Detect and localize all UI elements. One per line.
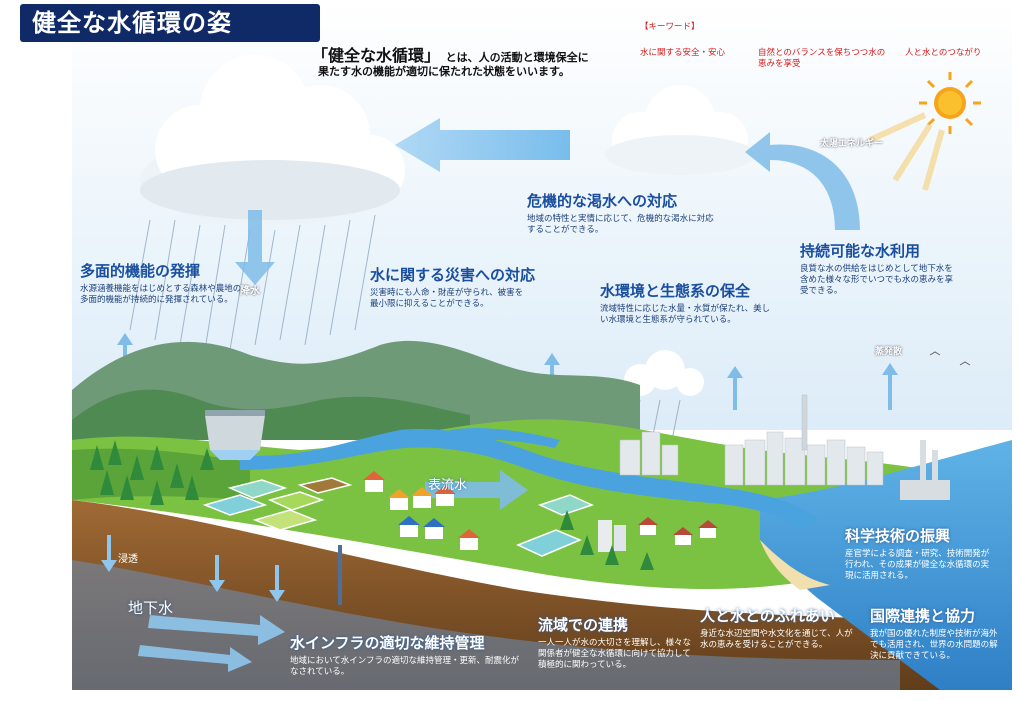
rain-cloud — [140, 55, 405, 225]
rain-arrow — [235, 210, 275, 285]
disaster-body: 災害時にも人命・財産が守られ、被害を最小限に抑えることができる。 — [370, 288, 524, 309]
groundwater-layer — [72, 560, 900, 701]
sea — [760, 440, 1012, 690]
people-heading: 人と水とのふれあい — [700, 607, 835, 625]
surface-water-arrow — [425, 470, 528, 510]
birds — [929, 351, 971, 366]
mountains-front — [72, 389, 470, 440]
science-heading: 科学技術の振興 — [845, 527, 951, 545]
sun-icon — [868, 72, 981, 191]
people-body: 身近な水辺空間や水文化を通じて、人が水の恵みを受けることができる。 — [700, 629, 853, 650]
infiltration-arrows — [101, 535, 285, 602]
keyword-2: 自然とのバランスを保ちつつ水の恵みを享受 — [758, 48, 886, 69]
definition-line2: 果たす水の機能が適切に保たれた状態をいいます。 — [318, 65, 570, 78]
trees — [90, 440, 654, 570]
drought-heading: 危機的な渇水への対応 — [527, 192, 678, 210]
solar-energy-label: 太陽エネルギー — [820, 139, 884, 149]
basin-heading: 流域での連携 — [538, 616, 629, 634]
city — [619, 394, 884, 486]
rain-label: 降水 — [240, 286, 260, 297]
keyword-1: 水に関する安全・安心 — [640, 48, 726, 58]
small-cloud — [605, 85, 755, 175]
multi-body: 水源涵養機能をはじめとする森林や農地の多面的機能が持続的に発揮されている。 — [80, 284, 242, 305]
science-body: 産官学による調査・研究、技術開発が行われ、その成果が健全な水循環の実現に活用され… — [845, 549, 990, 581]
ecosystem-body: 流域特性に応じた水量・水質が保たれ、美しい水環境と生態系が守られている。 — [600, 304, 771, 325]
drought-body: 地域の特性と実情に応じて、危機的な渇水に対応することができる。 — [527, 214, 714, 235]
factory — [900, 440, 950, 500]
groundwater-arrows — [138, 615, 285, 672]
rice-fields — [202, 477, 595, 557]
definition-term: 「健全な水循環」 — [312, 46, 441, 65]
ecosystem-heading: 水環境と生態系の保全 — [600, 282, 751, 300]
water-pipe — [338, 545, 342, 605]
dam-icon — [205, 410, 265, 460]
definition: 「健全な水循環」 とは、人の活動と環境保全に — [312, 42, 589, 66]
rain — [129, 214, 376, 351]
evaporation-arrow-right — [745, 132, 860, 230]
definition-line1: とは、人の活動と環境保全に — [445, 51, 589, 64]
multi-heading: 多面的機能の発揮 — [80, 262, 201, 280]
intl-heading: 国際連携と協力 — [870, 607, 976, 625]
infiltration-label: 浸透 — [118, 554, 138, 565]
infra-heading: 水インフラの適切な維持管理 — [290, 634, 485, 652]
sea-shore — [760, 540, 830, 590]
houses — [363, 471, 718, 552]
evaporation-arrow-left — [395, 118, 570, 172]
infra-body: 地域において水インフラの適切な維持管理・更新、耐震化がなされている。 — [290, 656, 519, 677]
disaster-heading: 水に関する災害への対応 — [370, 266, 536, 284]
sustainable-body: 良質な水の供給をはじめとして地下水を含めた様々な形でいつでも水の恵みを享受できる… — [800, 264, 954, 296]
groundwater-label: 地下水 — [128, 599, 174, 617]
page-title: 健全な水循環の姿 — [20, 4, 320, 42]
basin-body: 一人一人が水の大切さを理解し、様々な関係者が健全な水循環に向けて協力して積極的に… — [538, 638, 692, 670]
evapotranspiration-label: 蒸発散 — [875, 347, 903, 357]
intl-body: 我が国の優れた制度や技術が海外でも活用され、世界の水問題の解決に貢献できている。 — [870, 629, 998, 661]
river-upper — [450, 428, 560, 448]
keyword-3: 人と水とのつながり — [905, 48, 982, 58]
keywords-header: 【キーワード】 — [640, 22, 700, 32]
sustainable-heading: 持続可能な水利用 — [800, 242, 921, 260]
surface-water-label: 表流水 — [428, 478, 468, 493]
